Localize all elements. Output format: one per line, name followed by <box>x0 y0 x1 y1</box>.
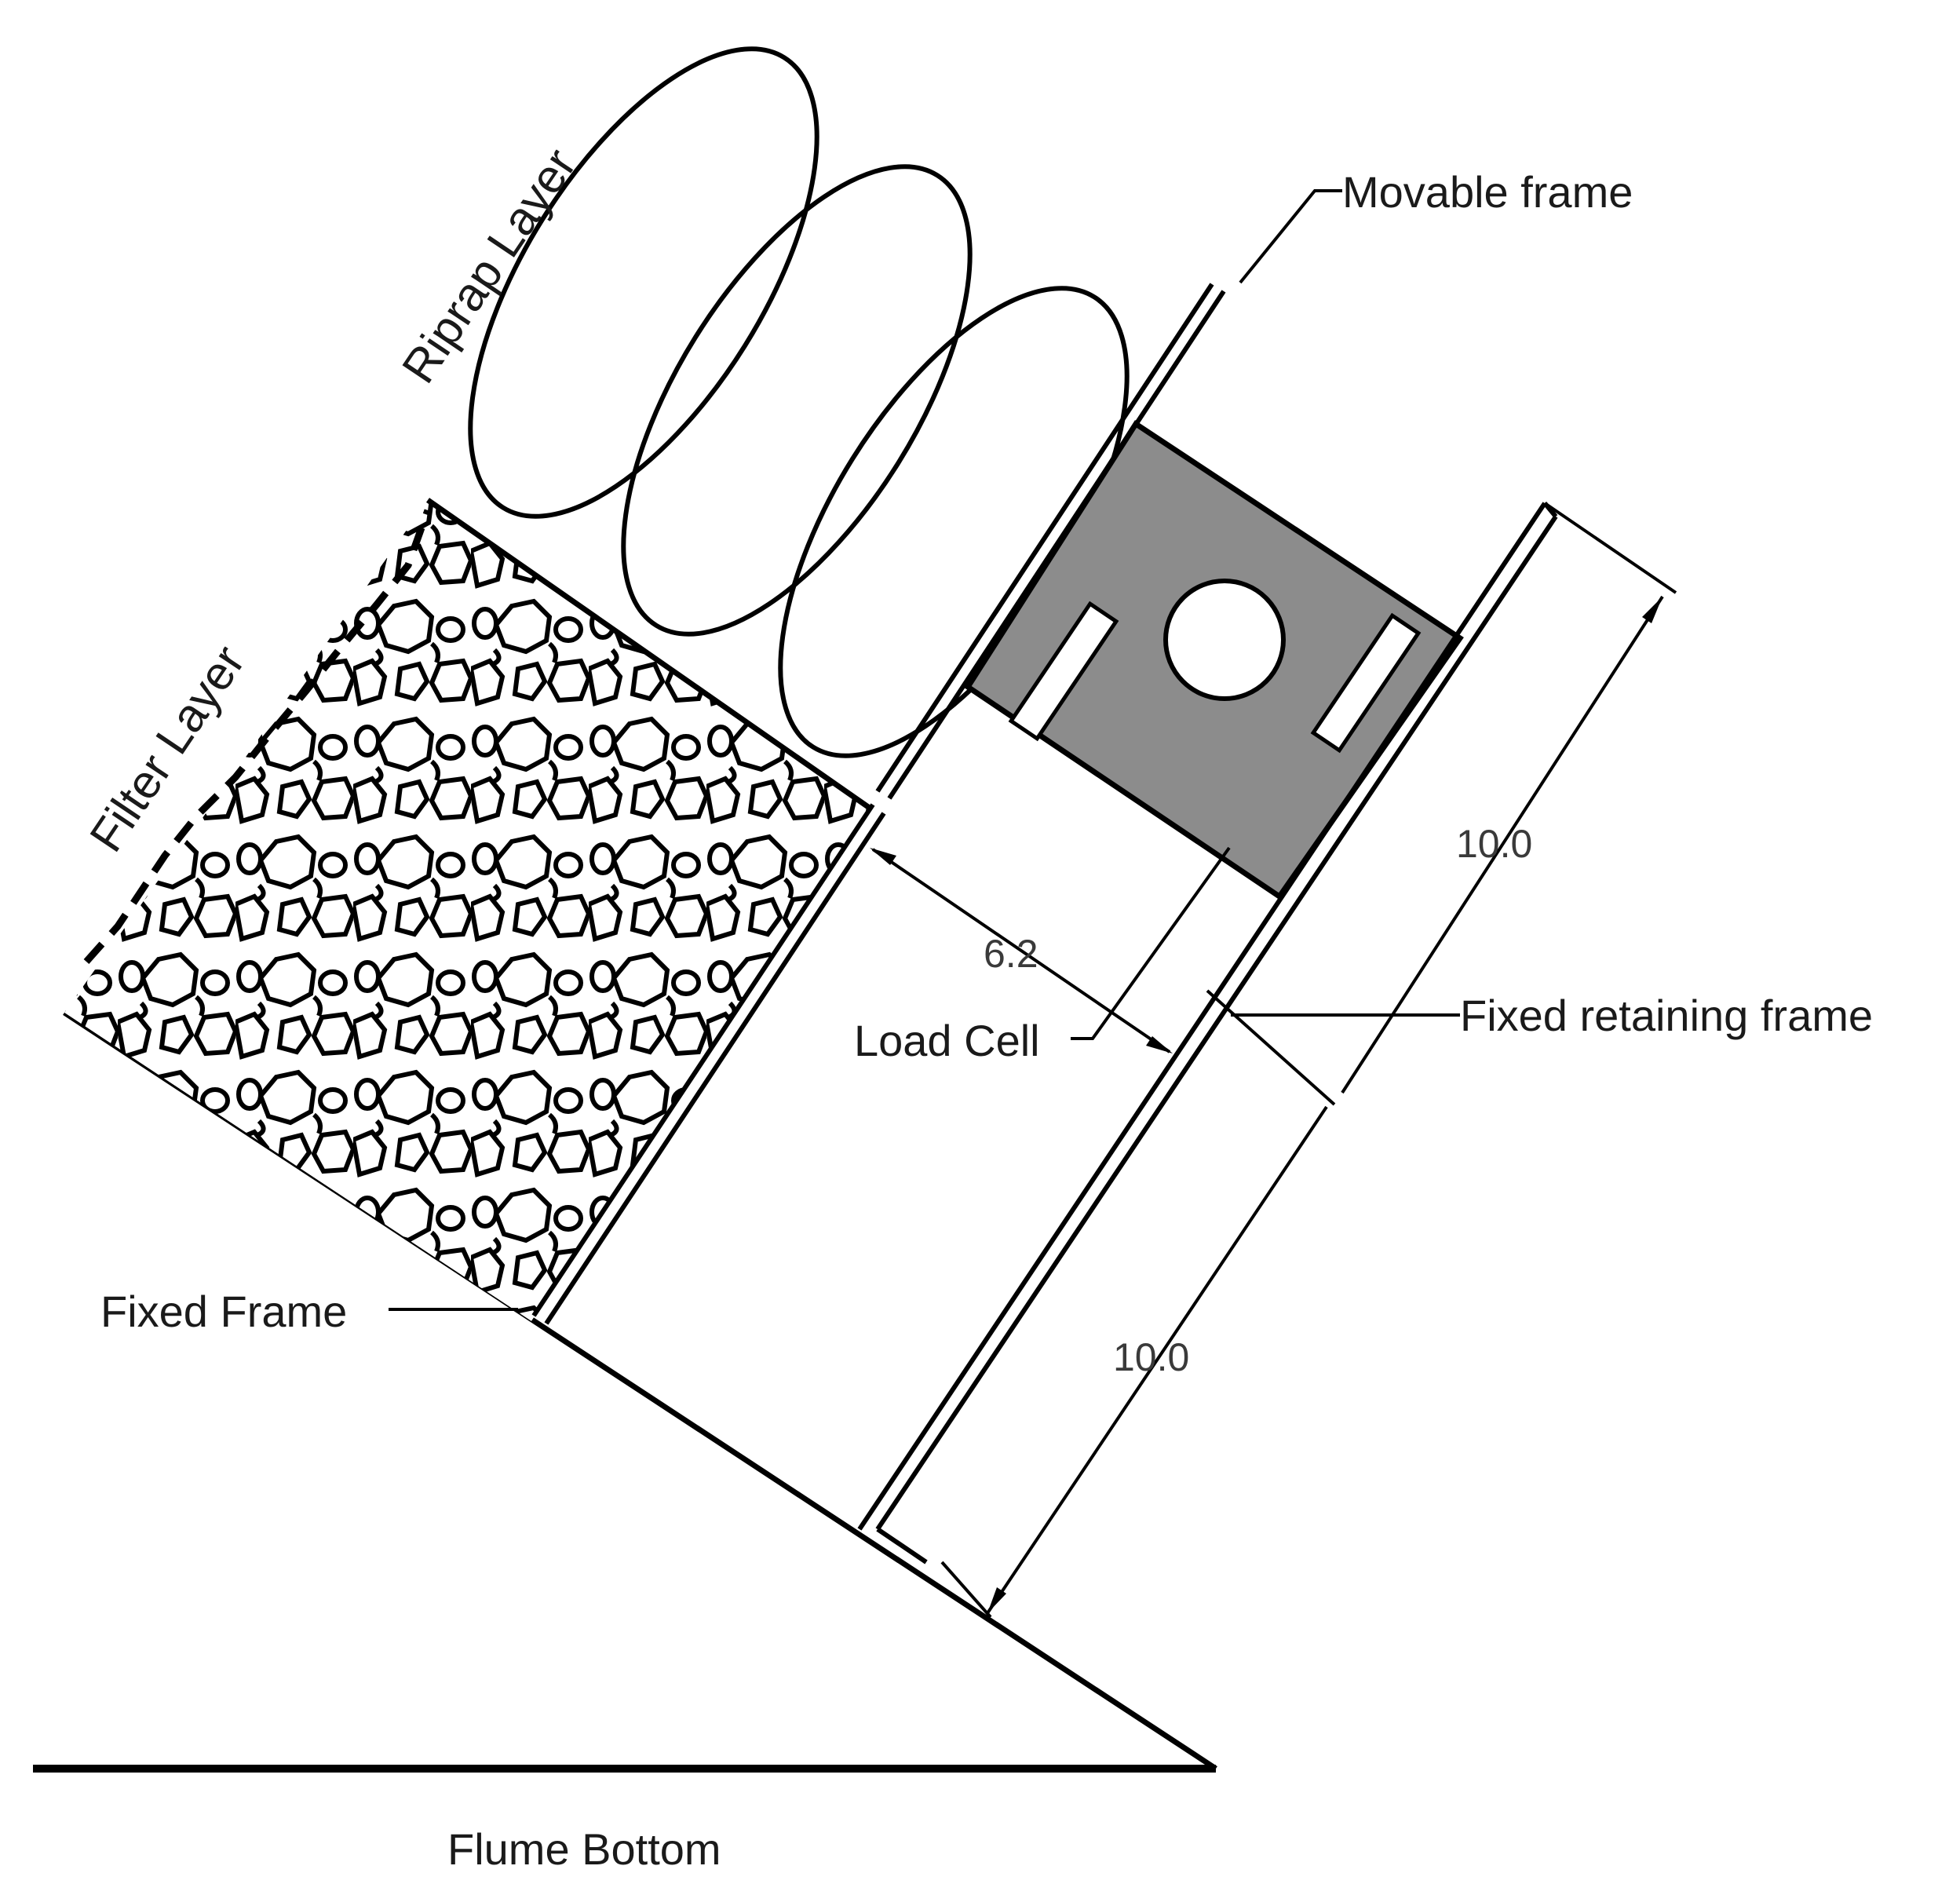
label-fixed-frame: Fixed Frame <box>100 1287 347 1336</box>
label-flume-bottom: Flume Bottom <box>447 1824 721 1874</box>
label-fixed-retaining-frame: Fixed retaining frame <box>1460 991 1873 1040</box>
dimension-lower <box>940 1105 1328 1619</box>
label-load-cell: Load Cell <box>854 1016 1040 1065</box>
fixed-frame <box>531 803 886 1325</box>
filter-layer-gravel <box>64 498 873 1321</box>
dimension-upper <box>1206 502 1677 1106</box>
movable-frame-leader <box>1239 189 1342 284</box>
label-riprap-layer: Riprap Layer <box>392 139 586 392</box>
load-cell <box>964 420 1464 900</box>
label-movable-frame: Movable frame <box>1342 167 1633 217</box>
dimension-upper-value: 10.0 <box>1456 822 1532 866</box>
dimension-gap-value: 6.2 <box>984 932 1038 976</box>
riprap-layer-stones <box>468 46 1130 758</box>
fixed-retaining-frame <box>857 502 1558 1565</box>
load-cell-leader <box>1071 846 1231 1040</box>
dimension-gap <box>870 848 1173 1053</box>
dimension-lower-value: 10.0 <box>1113 1335 1189 1379</box>
